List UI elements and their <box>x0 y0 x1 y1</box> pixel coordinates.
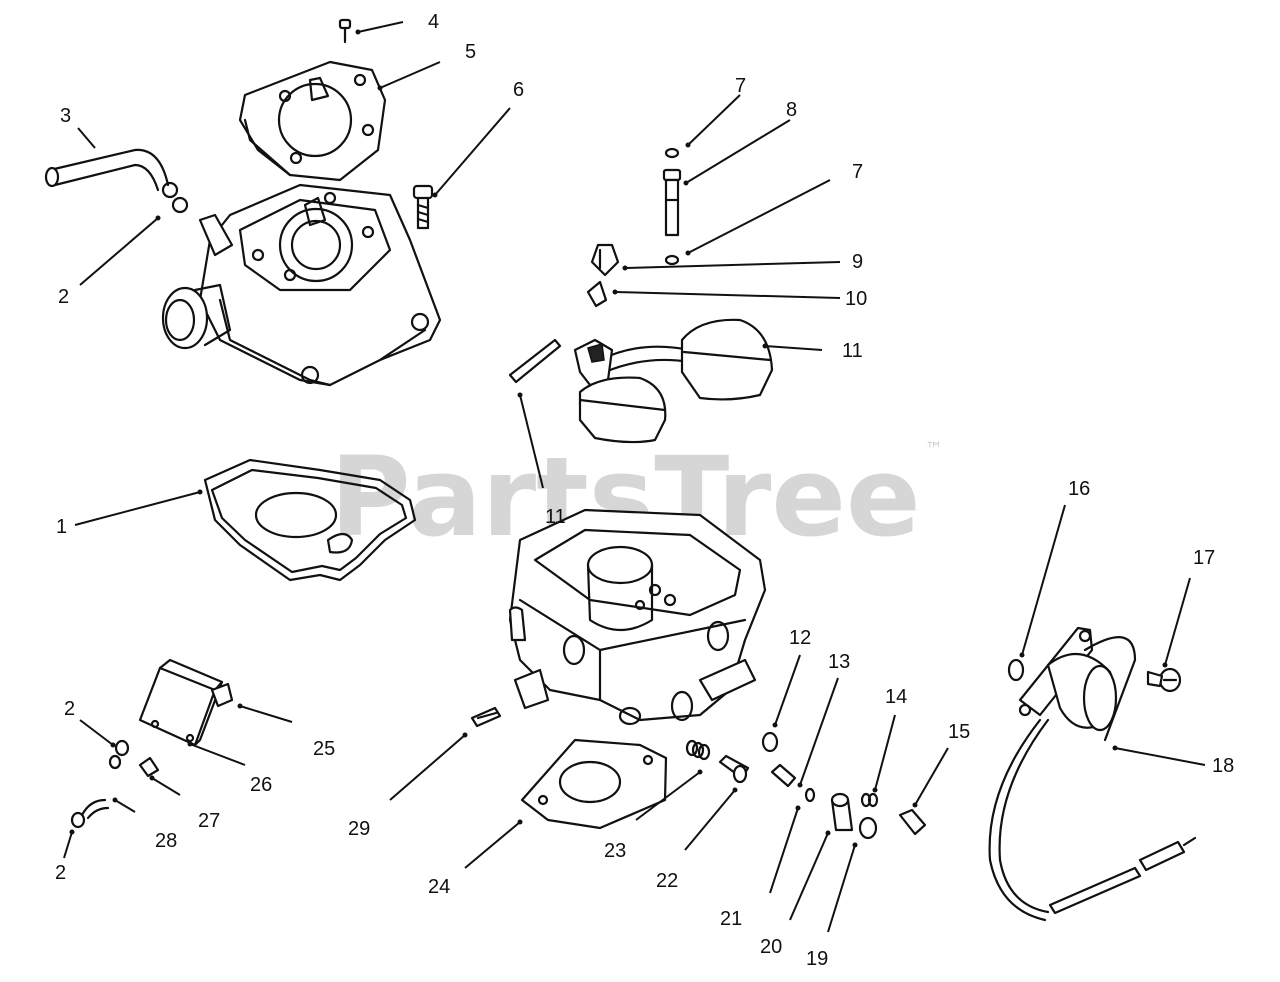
part-2-clamp-b <box>108 739 130 770</box>
callout-27: 27 <box>198 810 220 832</box>
part-2-clamp-c <box>70 811 86 829</box>
part-9-needle <box>590 243 620 277</box>
part-29-screw <box>470 706 502 728</box>
callout-11-float: 11 <box>842 340 863 362</box>
part-20-bushing <box>830 792 854 832</box>
part-24-flange-gasket <box>520 738 668 830</box>
part-6-screw <box>412 184 434 230</box>
part-8-seat <box>662 168 682 237</box>
part-14-spring <box>860 792 879 808</box>
callout-7-lower: 7 <box>852 161 863 183</box>
part-5-top-gasket <box>238 60 387 182</box>
part-12-oring <box>761 731 779 753</box>
callout-28: 28 <box>155 830 177 852</box>
callout-14: 14 <box>885 686 907 708</box>
callout-13: 13 <box>828 651 850 673</box>
part-26-bracket-switch <box>138 658 224 747</box>
part-7-oring-upper <box>664 147 680 159</box>
callout-19: 19 <box>806 948 828 970</box>
callout-23: 23 <box>604 840 626 862</box>
callout-21: 21 <box>720 908 742 930</box>
callout-11-pin: 11 <box>545 506 566 528</box>
part-17-screw <box>1146 667 1182 693</box>
callout-2-lower: 2 <box>55 862 66 884</box>
callout-22: 22 <box>656 870 678 892</box>
part-11-float <box>573 318 774 444</box>
callout-16: 16 <box>1068 478 1090 500</box>
callout-15: 15 <box>948 721 970 743</box>
watermark-trademark: ™ <box>925 439 943 460</box>
part-10-clip <box>586 280 608 308</box>
part-21-washer <box>804 787 816 803</box>
upper-carburetor-body <box>161 183 442 387</box>
part-7-oring-lower <box>664 254 680 266</box>
part-27-screw <box>138 756 160 778</box>
part-23-spring <box>685 739 711 761</box>
callout-26: 26 <box>250 774 272 796</box>
leader-lines <box>63 21 1206 933</box>
part-11-float-pin <box>508 338 562 384</box>
callout-17: 17 <box>1193 547 1215 569</box>
callout-10: 10 <box>845 288 867 310</box>
part-25-fitting <box>210 682 234 708</box>
callout-12: 12 <box>789 627 811 649</box>
callout-24: 24 <box>428 876 450 898</box>
callout-20: 20 <box>760 936 782 958</box>
callout-18: 18 <box>1212 755 1234 777</box>
callout-labels: 4 5 3 6 2 7 8 7 9 10 11 11 1 16 17 18 12… <box>55 11 1234 970</box>
callout-1: 1 <box>56 516 67 538</box>
lower-carburetor-body <box>508 508 767 726</box>
part-16-oring <box>1007 658 1025 682</box>
callout-9: 9 <box>852 251 863 273</box>
callout-6: 6 <box>513 79 524 101</box>
callout-29: 29 <box>348 818 370 840</box>
callout-4: 4 <box>428 11 439 33</box>
part-28-hose <box>80 798 110 820</box>
part-3-fuel-hose <box>44 148 189 214</box>
part-19-oring <box>858 816 878 840</box>
part-15-screw <box>898 808 927 836</box>
part-4-screw <box>338 18 352 44</box>
callout-2-upper: 2 <box>58 286 69 308</box>
callout-7-upper: 7 <box>735 75 746 97</box>
callout-25: 25 <box>313 738 335 760</box>
part-18-fuel-solenoid <box>988 626 1197 922</box>
callout-2-mid: 2 <box>64 698 75 720</box>
part-22-screw <box>718 754 750 784</box>
callout-5: 5 <box>465 41 476 63</box>
callout-8: 8 <box>786 99 797 121</box>
part-1-gasket <box>203 458 417 582</box>
callout-3: 3 <box>60 105 71 127</box>
part-13-screw <box>770 763 797 788</box>
